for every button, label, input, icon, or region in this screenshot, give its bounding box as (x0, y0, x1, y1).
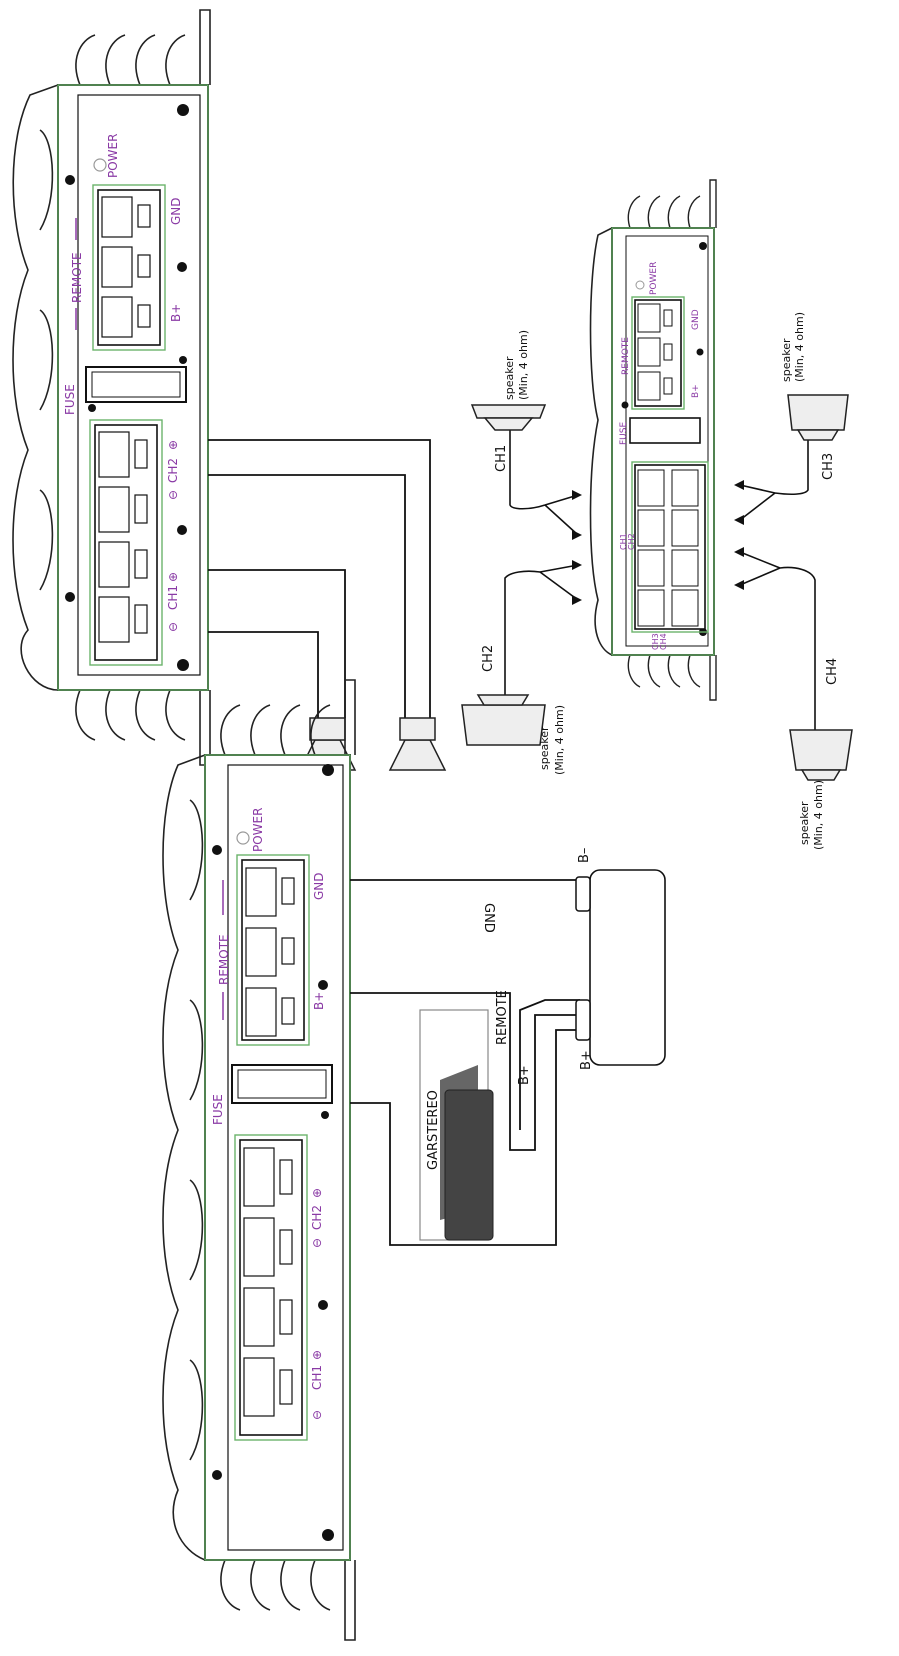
speaker-ch3 (787, 394, 849, 441)
speaker-label: speaker (798, 801, 811, 845)
fuse-label: FUSE (619, 422, 629, 445)
b-plus-label: B+ (691, 384, 701, 398)
speaker-spec: (Min, 4 ohm) (553, 705, 566, 775)
plus-sign: ⊕ (166, 440, 180, 450)
speaker-ch2 (461, 694, 546, 746)
ch4-label: CH4 (659, 633, 668, 650)
speaker-label: speaker (780, 338, 793, 382)
speaker-spec: (Min, 4 ohm) (793, 312, 806, 382)
ch3-label: CH3 (651, 633, 660, 650)
amplifier-2ch-speaker-wiring: POWER GND REMOTE B+ FUSE CH2 CH1 ⊕ ⊖ ⊕ ⊖ (12, 9, 211, 766)
ch1-label: CH1 (166, 585, 180, 610)
ch2-label: CH2 (310, 1205, 324, 1230)
b-plus-wire-label: B+ (517, 1065, 532, 1085)
speaker-terminal-block (89, 419, 163, 666)
remote-label: REMOTE (217, 934, 231, 985)
ch4-cable-label: CH4 (825, 658, 840, 685)
speaker-cables-amp2 (504, 425, 816, 735)
heatsink-fins-top (75, 9, 211, 86)
speaker-cone-2 (388, 717, 447, 771)
heatsink-fins-bottom (75, 689, 211, 766)
plus-sign: ⊕ (310, 1188, 324, 1198)
car-stereo-label: GARSTEREO (426, 1090, 441, 1170)
fuse-holder (231, 1064, 333, 1104)
minus-sign: ⊖ (166, 490, 180, 500)
power-wires (350, 879, 580, 1246)
battery (575, 869, 666, 1066)
ch1-label: CH1 (310, 1365, 324, 1390)
speaker-terminal-block (234, 1134, 308, 1441)
ch2-cable-label: CH2 (481, 645, 496, 672)
ch2-label: CH2 (166, 458, 180, 483)
minus-sign: ⊖ (310, 1238, 324, 1248)
power-terminal-block (92, 184, 166, 351)
speaker-label: speaker (503, 356, 516, 400)
remote-label: REMOTE (621, 337, 631, 375)
plus-sign: ⊕ (166, 572, 180, 582)
power-terminal-block (236, 854, 310, 1046)
speaker-label: speaker (538, 726, 551, 770)
gnd-label: GND (691, 309, 701, 330)
speaker-spec: (Min, 4 ohm) (812, 780, 825, 850)
power-label: POWER (251, 808, 265, 852)
car-stereo (419, 1009, 494, 1241)
amplifier-2ch-power-wiring: POWER GND REMOTE B+ FUSE CH2 CH1 ⊕ ⊖ ⊕ ⊖ (162, 679, 356, 1641)
ch3-cable-label: CH3 (821, 453, 836, 480)
remote-label: REMOTE (70, 252, 84, 303)
speaker-ch1 (470, 404, 547, 431)
gnd-wire-label: GND (481, 903, 496, 933)
amplifier-4ch-speaker-wiring: POWER GND REMOTE B+ FUSE CH1 CH2 CH3 CH4 (589, 179, 717, 701)
plus-sign: ⊕ (310, 1350, 324, 1360)
b-plus-label: B+ (312, 992, 326, 1010)
fuse-holder (85, 366, 187, 403)
ch1-label: CH1 (619, 533, 628, 550)
speaker-spec: (Min, 4 ohm) (517, 330, 530, 400)
battery-minus-label: B– (577, 848, 592, 863)
remote-wire-label: REMOTE (495, 990, 510, 1045)
fuse-label: FUSE (63, 384, 77, 415)
battery-plus-label: B+ (579, 1050, 594, 1070)
gnd-label: GND (169, 197, 183, 225)
minus-sign: ⊖ (166, 622, 180, 632)
ch2-label: CH2 (627, 533, 636, 550)
speaker-ch4 (789, 729, 853, 781)
ch1-cable-label: CH1 (494, 445, 509, 472)
b-plus-label: B+ (169, 304, 183, 322)
gnd-label: GND (312, 872, 326, 900)
power-label: POWER (106, 134, 120, 178)
speaker-wires-amp1 (208, 439, 431, 718)
fuse-label: FUSE (211, 1094, 225, 1125)
minus-sign: ⊖ (310, 1410, 324, 1420)
power-label: POWER (649, 262, 659, 295)
